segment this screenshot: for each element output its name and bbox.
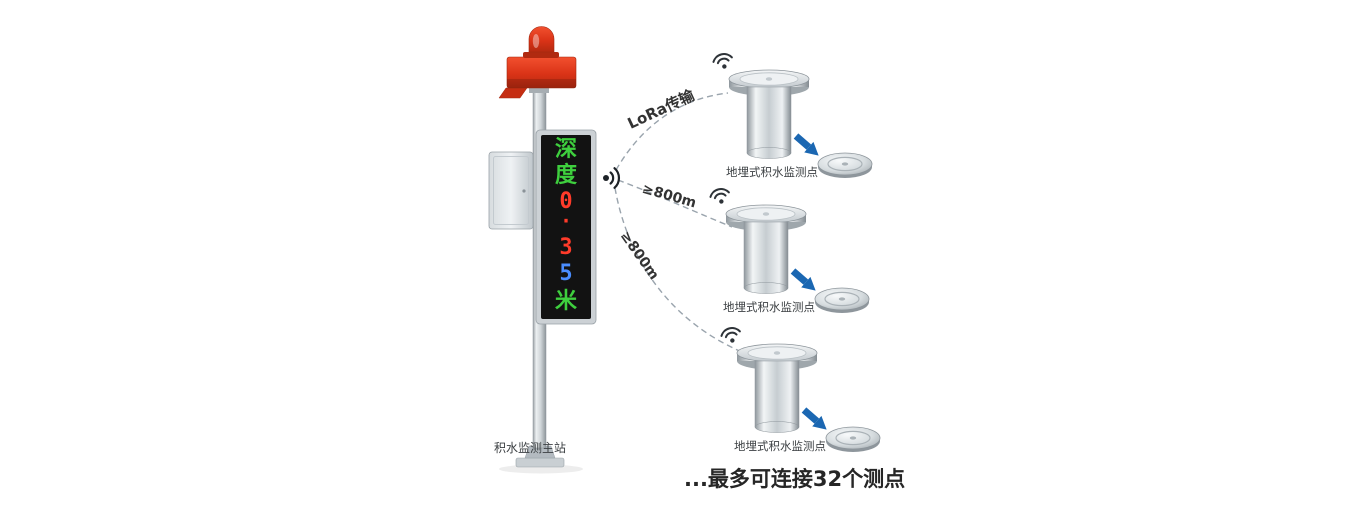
cylinder-bottom: [743, 282, 789, 294]
link-label-800m-2: ≥800m: [617, 228, 662, 283]
base-plate: [515, 457, 565, 468]
main-station: 深 度 0 · 3 5 米 积水监测主站: [488, 26, 621, 474]
beacon-dome: [528, 26, 555, 53]
flow-arrow-icon: [793, 133, 819, 156]
cylinder-body: [746, 86, 792, 154]
wifi-icon: [709, 188, 730, 204]
led-char-5: 3: [559, 235, 572, 260]
lora-link-2: [617, 179, 733, 228]
led-char-7: 米: [555, 289, 578, 314]
lora-link-3: [614, 187, 743, 353]
beacon-highlight: [532, 34, 540, 48]
monitor-point-2: 地埋式积水监测点: [709, 188, 870, 314]
flange-center: [762, 212, 770, 216]
monitor-point-3: 地埋式积水监测点: [720, 327, 881, 453]
beacon-horn: [498, 87, 528, 99]
control-box-door: [493, 156, 529, 225]
led-char-6: 5: [559, 261, 572, 286]
cylinder-body: [754, 360, 800, 428]
buried-disc: [817, 152, 873, 178]
alarm-beacon: [498, 26, 577, 99]
monitor-point-1: 地埋式积水监测点: [712, 53, 873, 179]
flow-arrow-icon: [790, 268, 816, 291]
broadcast-icon: [603, 167, 621, 189]
control-box: [488, 151, 534, 230]
led-char-3: 0: [559, 189, 572, 214]
monitor-point-label: 地埋式积水监测点: [726, 165, 818, 179]
lora-link-1: [615, 92, 729, 171]
led-display: 深 度 0 · 3 5 米: [535, 129, 597, 325]
flange-center: [773, 351, 781, 355]
footer-caption: ...最多可连接32个测点: [684, 467, 905, 491]
wifi-icon: [712, 53, 733, 69]
beacon-dome-base: [523, 52, 559, 58]
link-label-800m-1: ≥800m: [640, 181, 698, 212]
cylinder-body: [743, 221, 789, 289]
flow-arrow-icon: [801, 407, 827, 430]
led-screen: [541, 135, 591, 319]
cylinder-bottom: [746, 147, 792, 159]
monitor-point-label: 地埋式积水监测点: [734, 439, 826, 453]
buried-disc: [825, 426, 881, 452]
led-char-1: 深: [555, 137, 577, 162]
flange-center: [765, 77, 773, 81]
beacon-box-shadow: [507, 79, 576, 88]
beacon-mount: [529, 88, 549, 93]
control-box-lock: [522, 189, 526, 193]
cylinder-bottom: [754, 421, 800, 433]
led-char-4: ·: [560, 209, 572, 233]
buried-disc: [814, 287, 870, 313]
wifi-icon: [720, 327, 741, 343]
monitor-point-label: 地埋式积水监测点: [723, 300, 815, 314]
led-char-2: 度: [555, 162, 578, 188]
main-station-label: 积水监测主站: [494, 441, 566, 455]
link-label-lora: LoRa传输: [625, 86, 698, 133]
control-box-body: [488, 151, 534, 230]
